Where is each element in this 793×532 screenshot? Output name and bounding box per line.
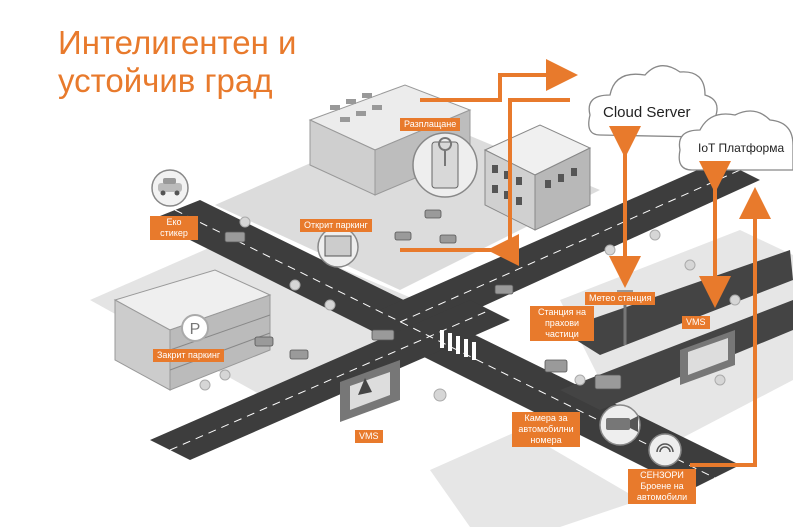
label-vms-left: VMS	[355, 430, 383, 443]
label-camera: Камера за автомобилни номера	[512, 412, 580, 447]
arrow-sensors-to-iot	[690, 187, 771, 467]
label-weather-station: Метео станция	[585, 292, 656, 305]
label-sensors: СЕНЗОРИ Броене на автомобили	[628, 469, 696, 504]
lane-marking	[399, 169, 741, 323]
car-icon	[151, 169, 189, 207]
ground-plate-bottom	[430, 430, 640, 527]
vms-sign-left-icon	[340, 360, 400, 422]
page-title: Интелигентен и устойчив град	[58, 24, 296, 100]
label-vms-right: VMS	[682, 316, 710, 329]
iot-platform-label: IoT Платформа	[698, 141, 785, 155]
car	[224, 209, 622, 390]
iot-platform-cloud-shape	[678, 110, 793, 171]
cloud-server-shape	[588, 65, 718, 138]
arrow-payment-to-cloud	[420, 59, 578, 102]
lane-marking	[174, 209, 716, 479]
parking-icon: P	[181, 314, 209, 342]
parking-garage	[113, 269, 272, 391]
road-right-branch	[560, 250, 793, 355]
cloud-server-label: Cloud Server	[603, 104, 691, 121]
vms-sign-right-icon	[680, 330, 735, 385]
open-parking-sign-icon	[317, 226, 359, 268]
data-flow-arrows	[400, 59, 771, 467]
label-closed-parking: Закрит паркинг	[153, 349, 225, 362]
payment-phone-icon	[412, 132, 478, 198]
page-title-line1: Интелигентен и	[58, 24, 297, 61]
sensor-icon	[648, 433, 682, 467]
crosswalk	[440, 330, 476, 360]
tree	[199, 216, 741, 402]
label-eco-sticker: Еко стикер	[150, 216, 198, 240]
label-payment: Разплащане	[400, 118, 461, 131]
office-buildings	[483, 124, 592, 231]
camera-icon	[599, 404, 641, 446]
label-open-parking: Открит паркинг	[300, 219, 372, 232]
lane-marking	[169, 309, 491, 451]
label-dust-station: Станция на прахови частици	[530, 306, 594, 341]
page-title-line2: устойчив град	[58, 62, 273, 99]
svg-text:P: P	[190, 321, 201, 338]
road-cross-upper	[380, 160, 760, 335]
